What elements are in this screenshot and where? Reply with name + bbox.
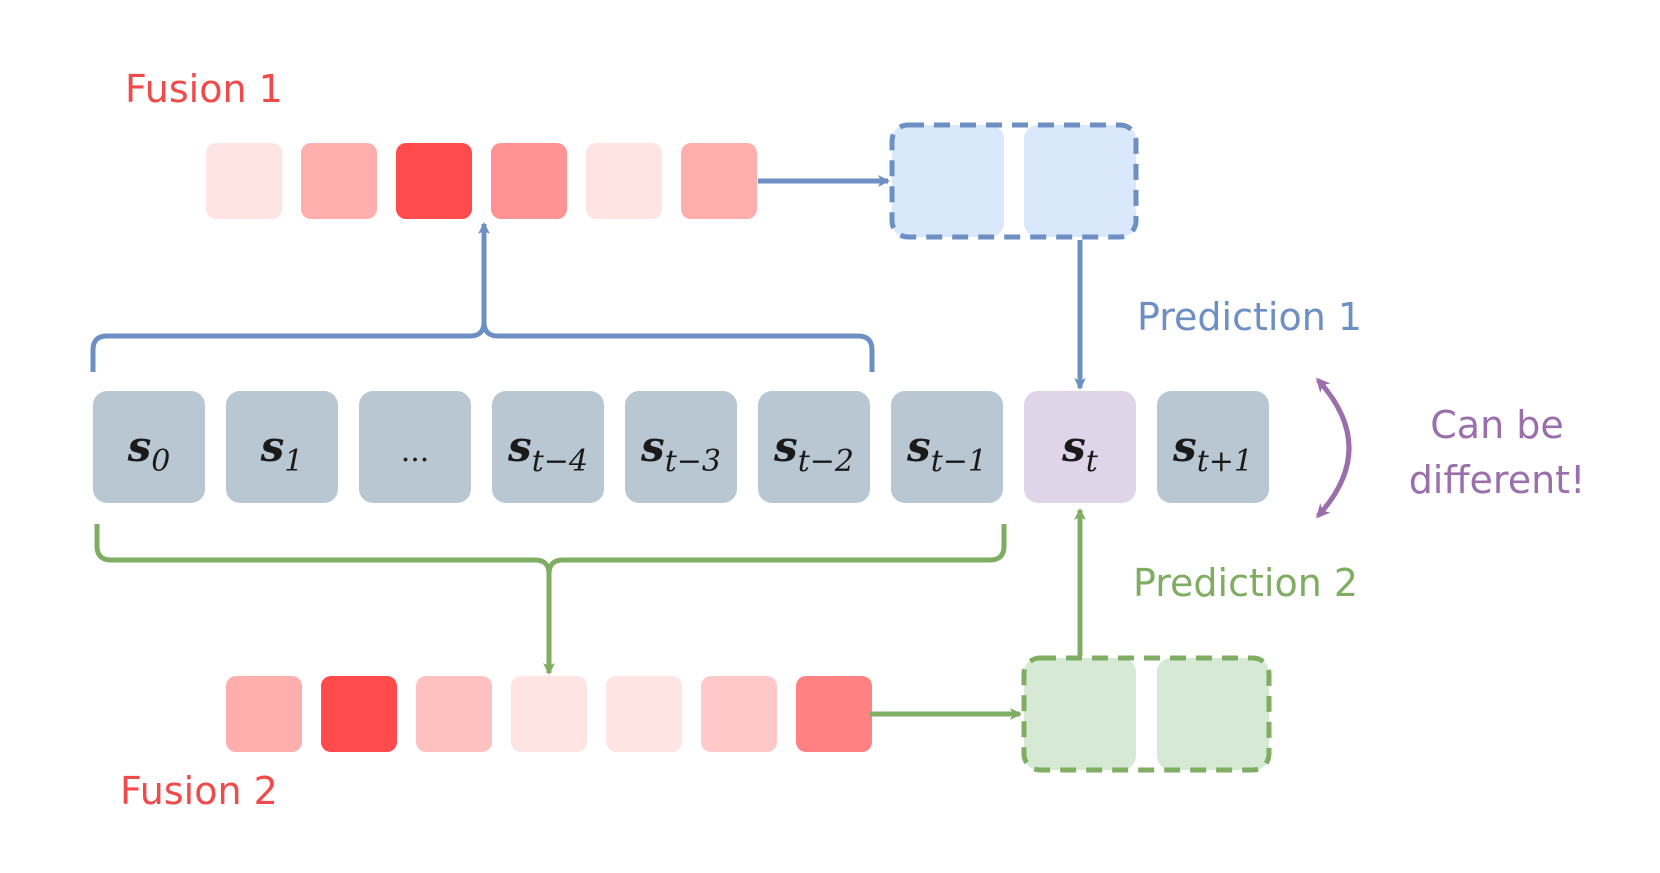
state-label: st−2: [773, 422, 854, 479]
target-state-box: [1024, 391, 1136, 503]
state-symbol: s: [127, 422, 152, 471]
state-symbol: s: [260, 422, 285, 471]
state-cell: st−1: [891, 391, 1003, 503]
fusion1-weights-row: [206, 143, 757, 219]
state-label: st−3: [640, 422, 721, 479]
state-symbol: s: [1172, 422, 1197, 471]
state-label: s0: [127, 422, 171, 479]
fusion1-weight-3: [491, 143, 567, 219]
prediction2-label: Prediction 2: [1133, 561, 1358, 605]
state-cell: s1: [226, 391, 338, 503]
fusion1-weight-5: [681, 143, 757, 219]
state-cell: st−3: [625, 391, 737, 503]
target-state-cell: st: [1024, 391, 1136, 503]
state-symbol: s: [906, 422, 931, 471]
fusion2-weight-1: [321, 676, 397, 752]
state-symbol: s: [640, 422, 665, 471]
fusion2-weight-0: [226, 676, 302, 752]
prediction2-dashed-border: [1021, 655, 1272, 773]
prediction1-dashed-border: [889, 122, 1139, 240]
prediction1-label: Prediction 1: [1137, 295, 1362, 339]
fusion2-weight-6: [796, 676, 872, 752]
state-cell: st+1: [1157, 391, 1269, 503]
state-label: st: [1061, 422, 1099, 479]
difference-double-arrow: [1315, 377, 1352, 519]
fusion2-weight-2: [416, 676, 492, 752]
state-label: st−4: [507, 422, 588, 479]
fusion1-weight-4: [586, 143, 662, 219]
prediction1-output-block: [889, 122, 1139, 240]
state-box: [758, 391, 870, 503]
note-line1: Can be: [1430, 403, 1563, 447]
state-subscript: t−4: [532, 444, 588, 479]
state-label: st−1: [906, 422, 987, 479]
fusion2-weight-3: [511, 676, 587, 752]
note-line2: different!: [1409, 458, 1586, 502]
state-box: [891, 391, 1003, 503]
fusion2-label: Fusion 2: [120, 769, 278, 813]
state-symbol: s: [773, 422, 798, 471]
state-box: [93, 391, 205, 503]
state-symbol: s: [1061, 422, 1086, 471]
state-subscript: 1: [284, 444, 303, 479]
fusion1-weight-2: [396, 143, 472, 219]
state-subscript: t−3: [665, 444, 721, 479]
fusion1-brace: [90, 321, 875, 372]
state-subscript: 0: [151, 444, 170, 479]
state-label: st+1: [1172, 422, 1253, 479]
state-symbol: s: [507, 422, 532, 471]
fusion1-label: Fusion 1: [125, 67, 283, 111]
state-box: [625, 391, 737, 503]
fusion2-brace: [94, 524, 1007, 575]
fusion2-weights-row: [226, 676, 872, 752]
state-box: [1157, 391, 1269, 503]
state-subscript: t−2: [798, 444, 854, 479]
state-cell: s0: [93, 391, 205, 503]
fusion2-weight-4: [606, 676, 682, 752]
state-cell: ...: [359, 391, 471, 503]
fusion1-weight-1: [301, 143, 377, 219]
state-label: ...: [401, 434, 430, 469]
fusion2-weight-5: [701, 676, 777, 752]
state-subscript: t: [1086, 444, 1099, 479]
state-cell: st−4: [492, 391, 604, 503]
state-subscript: t−1: [931, 444, 987, 479]
state-label: s1: [260, 422, 304, 479]
state-box: [226, 391, 338, 503]
state-subscript: t+1: [1197, 444, 1253, 479]
state-cell: st−2: [758, 391, 870, 503]
state-box: [359, 391, 471, 503]
state-box: [492, 391, 604, 503]
fusion1-weight-0: [206, 143, 282, 219]
prediction2-output-block: [1021, 655, 1272, 773]
